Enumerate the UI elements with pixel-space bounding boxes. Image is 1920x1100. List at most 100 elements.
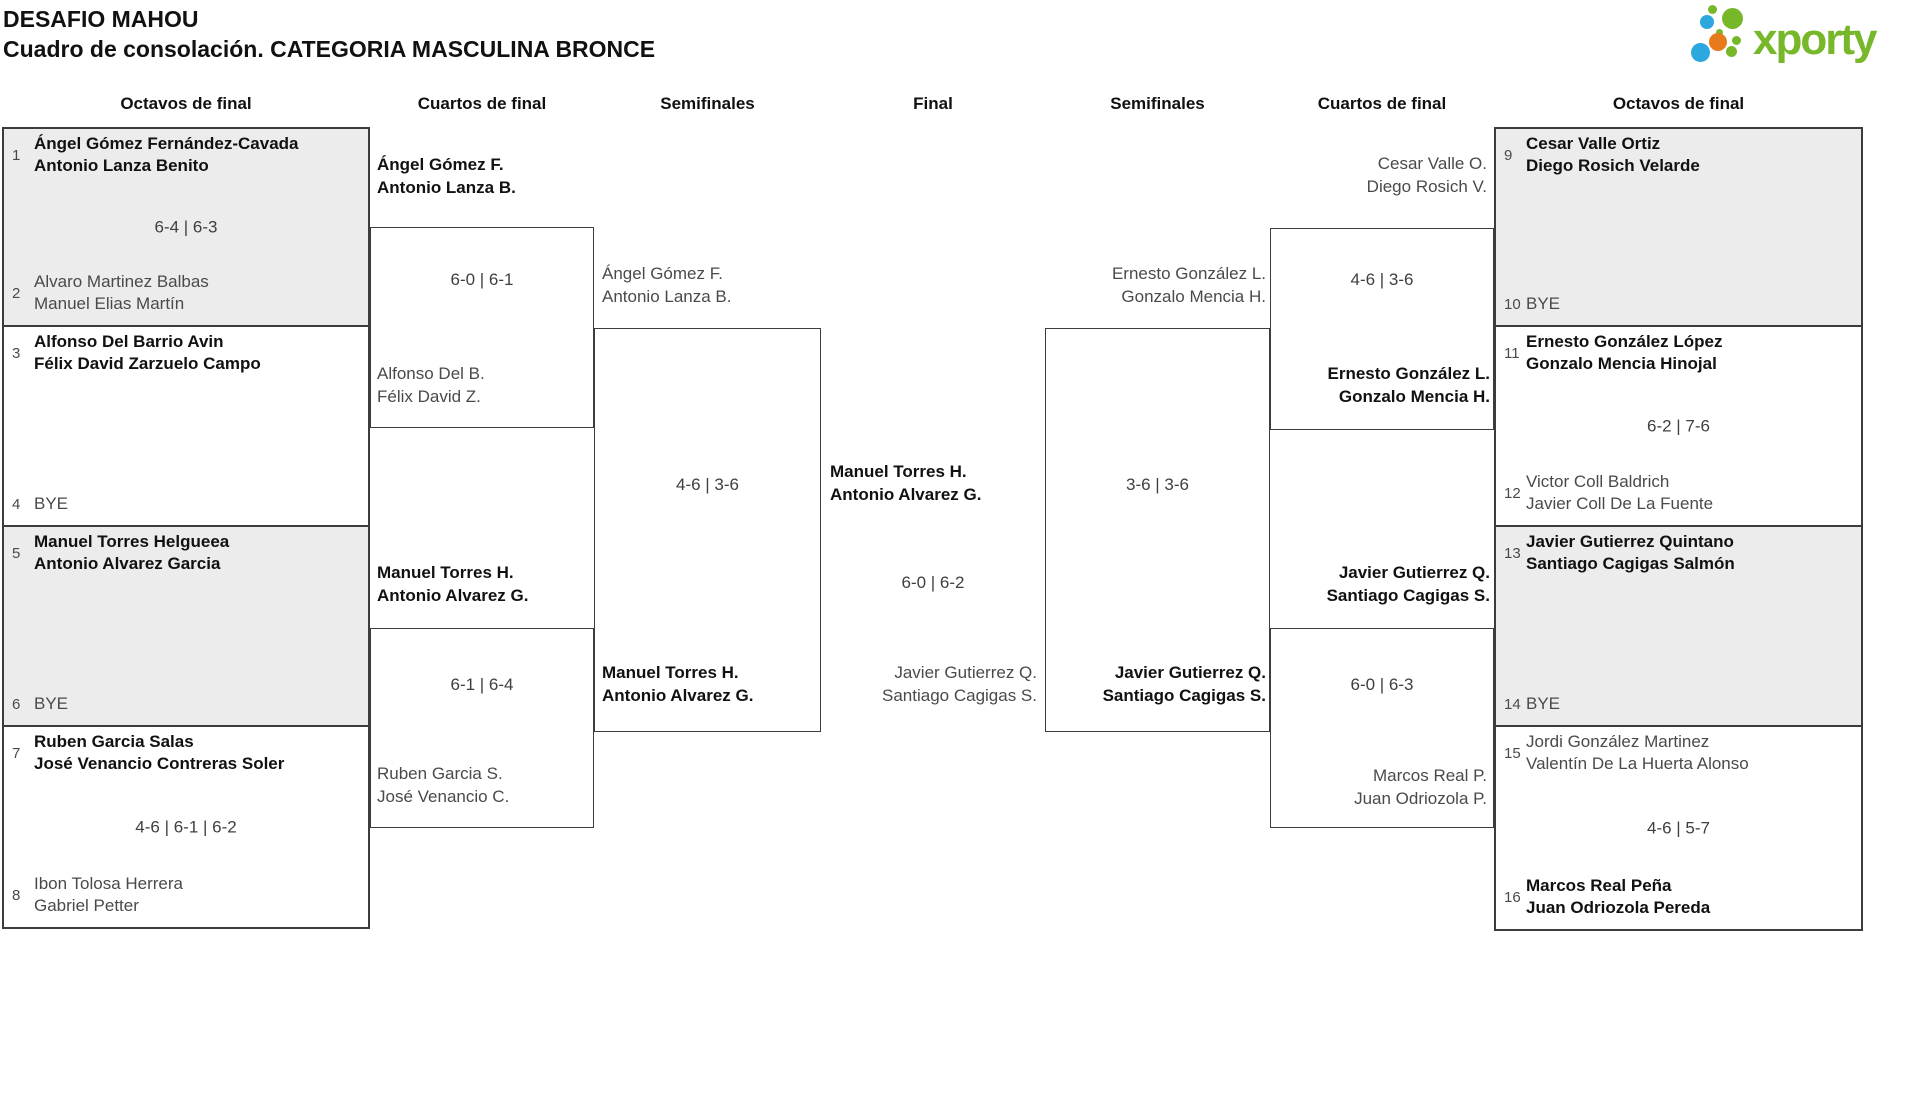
team-name-line: Juan Odriozola Pereda [1526,898,1711,917]
team-name-line: Ángel Gómez Fernández-Cavada [34,134,299,153]
team-slot-top: 7 Ruben Garcia Salas José Venancio Contr… [12,731,362,775]
team-name-line: BYE [34,694,69,713]
team-name-line: Javier Gutierrez Q. [1338,563,1490,582]
team-name-line: Santiago Cagigas Salmón [1526,554,1735,573]
team-name-line: Antonio Alvarez G. [377,586,529,605]
logo-dot-icon [1709,33,1727,51]
team-names: Javier Gutierrez Q. Santiago Cagigas S. [1049,661,1266,707]
logo-dot-icon [1716,29,1723,36]
match-score: 6-0 | 6-2 [901,573,965,592]
match-score: 6-1 | 6-4 [450,675,514,694]
team-names: Javier Gutierrez Q. Santiago Cagigas S. [1270,561,1490,607]
team-name-line: Alfonso Del B. [377,364,485,383]
team-name-line: Cesar Valle Ortiz [1526,134,1661,153]
logo-dot-icon [1726,46,1737,57]
match-score: 6-0 | 6-3 [1350,675,1414,694]
match-box-cuartos-right-1[interactable] [1270,228,1494,430]
team-name-line: Alfonso Del Barrio Avin [34,332,224,351]
team-names: Ernesto González L. Gonzalo Mencia H. [1270,362,1490,408]
team-name-line: Diego Rosich Velarde [1526,156,1700,175]
match-box-octavos-6[interactable]: 11 Ernesto González López Gonzalo Mencia… [1494,325,1863,527]
team-name-line: Marcos Real Peña [1526,876,1672,895]
match-box-cuartos-left-1[interactable] [370,227,594,428]
seed-number: 1 [12,146,21,164]
team-names: Manuel Torres H. Antonio Alvarez G. [377,561,528,607]
team-name-line: Ángel Gómez F. [377,155,504,174]
team-name-line: Antonio Lanza B. [602,287,732,306]
match-box-octavos-8[interactable]: 15 Jordi González Martinez Valentín De L… [1494,725,1863,931]
match-box-octavos-5[interactable]: 9 Cesar Valle Ortiz Diego Rosich Velarde… [1494,127,1863,327]
tournament-header: DESAFIO MAHOU Cuadro de consolación. CAT… [3,4,655,64]
tournament-title: DESAFIO MAHOU [3,6,199,32]
team-name-line: Javier Coll De La Fuente [1526,494,1714,513]
team-name-line: Ernesto González L. [1327,364,1490,383]
match-score: 6-2 | 7-6 [1646,416,1710,436]
match-box-octavos-1[interactable]: 1 Ángel Gómez Fernández-Cavada Antonio L… [2,127,370,327]
team-names: Manuel Torres H. Antonio Alvarez G. [830,460,981,506]
team-slot-bottom: 12 Victor Coll Baldrich Javier Coll De L… [1504,471,1855,515]
team-slot-top: 3 Alfonso Del Barrio Avin Félix David Za… [12,331,362,375]
team-names: Ángel Gómez F. Antonio Lanza B. [602,262,731,308]
team-name-line: Alvaro Martinez Balbas [34,272,209,291]
match-box-octavos-2[interactable]: 3 Alfonso Del Barrio Avin Félix David Za… [2,325,370,527]
team-name-line: Santiago Cagigas S. [1102,686,1266,705]
seed-number: 9 [1504,146,1513,164]
seed-number: 13 [1504,544,1521,562]
team-name-line: Félix David Zarzuelo Campo [34,354,261,373]
team-name-line: Santiago Cagigas S. [882,686,1037,705]
seed-number: 14 [1504,695,1521,713]
match-score: 6-0 | 6-1 [450,270,514,289]
team-name-line: Gonzalo Mencia Hinojal [1526,354,1717,373]
seed-number: 11 [1504,344,1520,362]
match-score: 4-6 | 5-7 [1646,818,1710,838]
team-name-line: BYE [1526,694,1561,713]
team-name-line: Ruben Garcia Salas [34,732,194,751]
column-header-semi-right: Semifinales [1110,94,1205,113]
team-names: Alfonso Del B. Félix David Z. [377,362,485,408]
match-box-semifinal-right[interactable] [1045,328,1270,732]
team-name-line: Victor Coll Baldrich [1526,472,1670,491]
team-names: Ernesto González L. Gonzalo Mencia H. [1049,262,1266,308]
team-names: Marcos Real P. Juan Odriozola P. [1270,764,1487,810]
match-box-cuartos-right-2[interactable] [1270,628,1494,828]
match-box-octavos-7[interactable]: 13 Javier Gutierrez Quintano Santiago Ca… [1494,525,1863,727]
team-name-line: Antonio Alvarez G. [602,686,754,705]
team-names: Ruben Garcia S. José Venancio C. [377,762,509,808]
team-slot-top: 9 Cesar Valle Ortiz Diego Rosich Velarde [1504,133,1855,177]
seed-number: 8 [12,886,21,904]
seed-number: 16 [1504,888,1521,906]
match-box-semifinal-left[interactable] [594,328,821,732]
team-name-line: Manuel Torres Helgueea [34,532,230,551]
team-name-line: Antonio Lanza B. [377,178,516,197]
seed-number: 5 [12,544,21,562]
team-name-line: Ángel Gómez F. [602,264,723,283]
logo-dot-icon [1722,8,1743,29]
column-header-semi-left: Semifinales [660,94,755,113]
team-name-line: Ibon Tolosa Herrera [34,874,183,893]
team-name-line: Diego Rosich V. [1366,177,1487,196]
logo-dot-icon [1708,5,1717,14]
team-slot-bottom: 4 BYE [12,493,362,515]
bracket-subtitle: Cuadro de consolación. CATEGORIA MASCULI… [3,36,656,62]
match-score: 4-6 | 3-6 [1350,270,1414,289]
seed-number: 6 [12,695,21,713]
logo-dot-icon [1732,36,1741,45]
match-box-octavos-3[interactable]: 5 Manuel Torres Helgueea Antonio Alvarez… [2,525,370,727]
team-name-line: Cesar Valle O. [1377,154,1487,173]
team-name-line: Gonzalo Mencia H. [1338,387,1490,406]
team-name-line: Ruben Garcia S. [377,764,503,783]
team-slot-bottom: 10 BYE [1504,293,1855,315]
match-box-octavos-4[interactable]: 7 Ruben Garcia Salas José Venancio Contr… [2,725,370,929]
seed-number: 3 [12,344,21,362]
match-box-cuartos-left-2[interactable] [370,628,594,828]
column-header-cuartos-right: Cuartos de final [1317,94,1447,113]
team-name-line: Marcos Real P. [1372,766,1487,785]
team-names: Manuel Torres H. Antonio Alvarez G. [602,661,753,707]
logo-wordmark: xporty [1753,15,1877,64]
seed-number: 10 [1504,295,1521,313]
team-name-line: Javier Gutierrez Q. [1114,663,1266,682]
team-name-line: Ernesto González L. [1111,264,1266,283]
team-names: Javier Gutierrez Q. Santiago Cagigas S. [821,661,1037,707]
team-name-line: José Venancio Contreras Soler [34,754,285,773]
